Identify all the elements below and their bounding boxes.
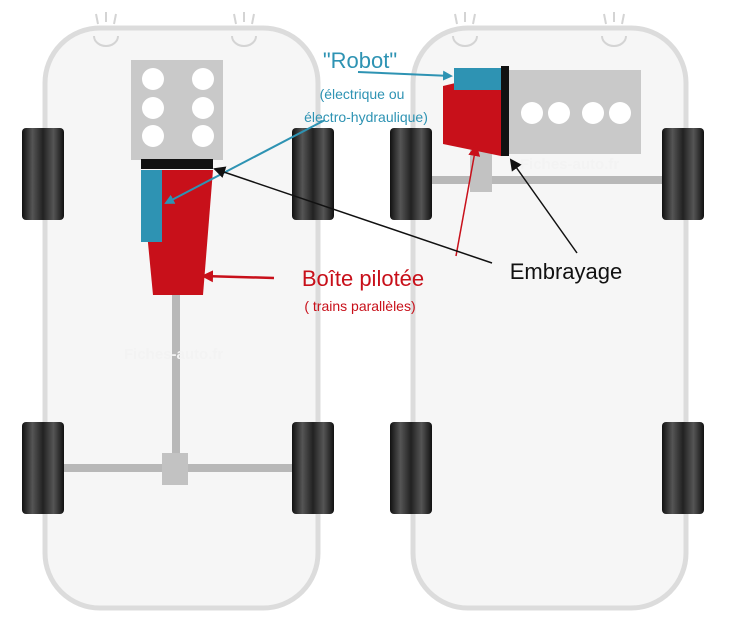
headlight-icon (601, 12, 627, 47)
clutch-label: Embrayage (510, 259, 623, 284)
clutch-plate (141, 159, 213, 169)
arrow-icon (357, 70, 453, 81)
headlight-icon (231, 12, 257, 47)
car-left: Fiches-auto.fr (22, 12, 334, 611)
gearbox (443, 72, 501, 156)
arrow-icon (213, 166, 493, 264)
gearbox-title: Boîte pilotée (302, 266, 424, 291)
arrow-icon (509, 158, 578, 254)
headlight-icon (93, 12, 119, 47)
differential (470, 150, 492, 192)
tire-front-left (390, 128, 432, 220)
robot-actuator (454, 68, 501, 90)
cylinder-icon (142, 68, 214, 147)
robot-subtitle-line1: (électrique ou (320, 86, 405, 102)
tire-front-right (662, 128, 704, 220)
drive-shaft (172, 293, 180, 453)
cylinder-icon (521, 102, 631, 124)
tire-rear-right (292, 422, 334, 514)
callout-arrows (164, 70, 578, 283)
arrow-icon (455, 144, 481, 257)
car-right: Fiches-auto.fr (390, 12, 704, 611)
clutch-plate (501, 66, 509, 156)
arrow-icon (201, 270, 275, 283)
tire-rear-left (390, 422, 432, 514)
gearbox-subtitle: ( trains parallèles) (304, 298, 415, 314)
robot-subtitle-line2: électro-hydraulique) (304, 109, 428, 125)
differential (162, 453, 188, 485)
robot-title: "Robot" (323, 48, 397, 73)
robot-actuator (141, 170, 162, 242)
tire-front-left (22, 128, 64, 220)
tire-rear-left (22, 422, 64, 514)
watermark: Fiches-auto.fr (520, 156, 619, 173)
watermark: Fiches-auto.fr (124, 346, 223, 363)
car-left-body (42, 25, 321, 611)
tire-front-right (292, 128, 334, 220)
arrow-icon (164, 119, 326, 204)
headlight-icon (452, 12, 478, 47)
tire-rear-right (662, 422, 704, 514)
front-axle (432, 176, 662, 184)
